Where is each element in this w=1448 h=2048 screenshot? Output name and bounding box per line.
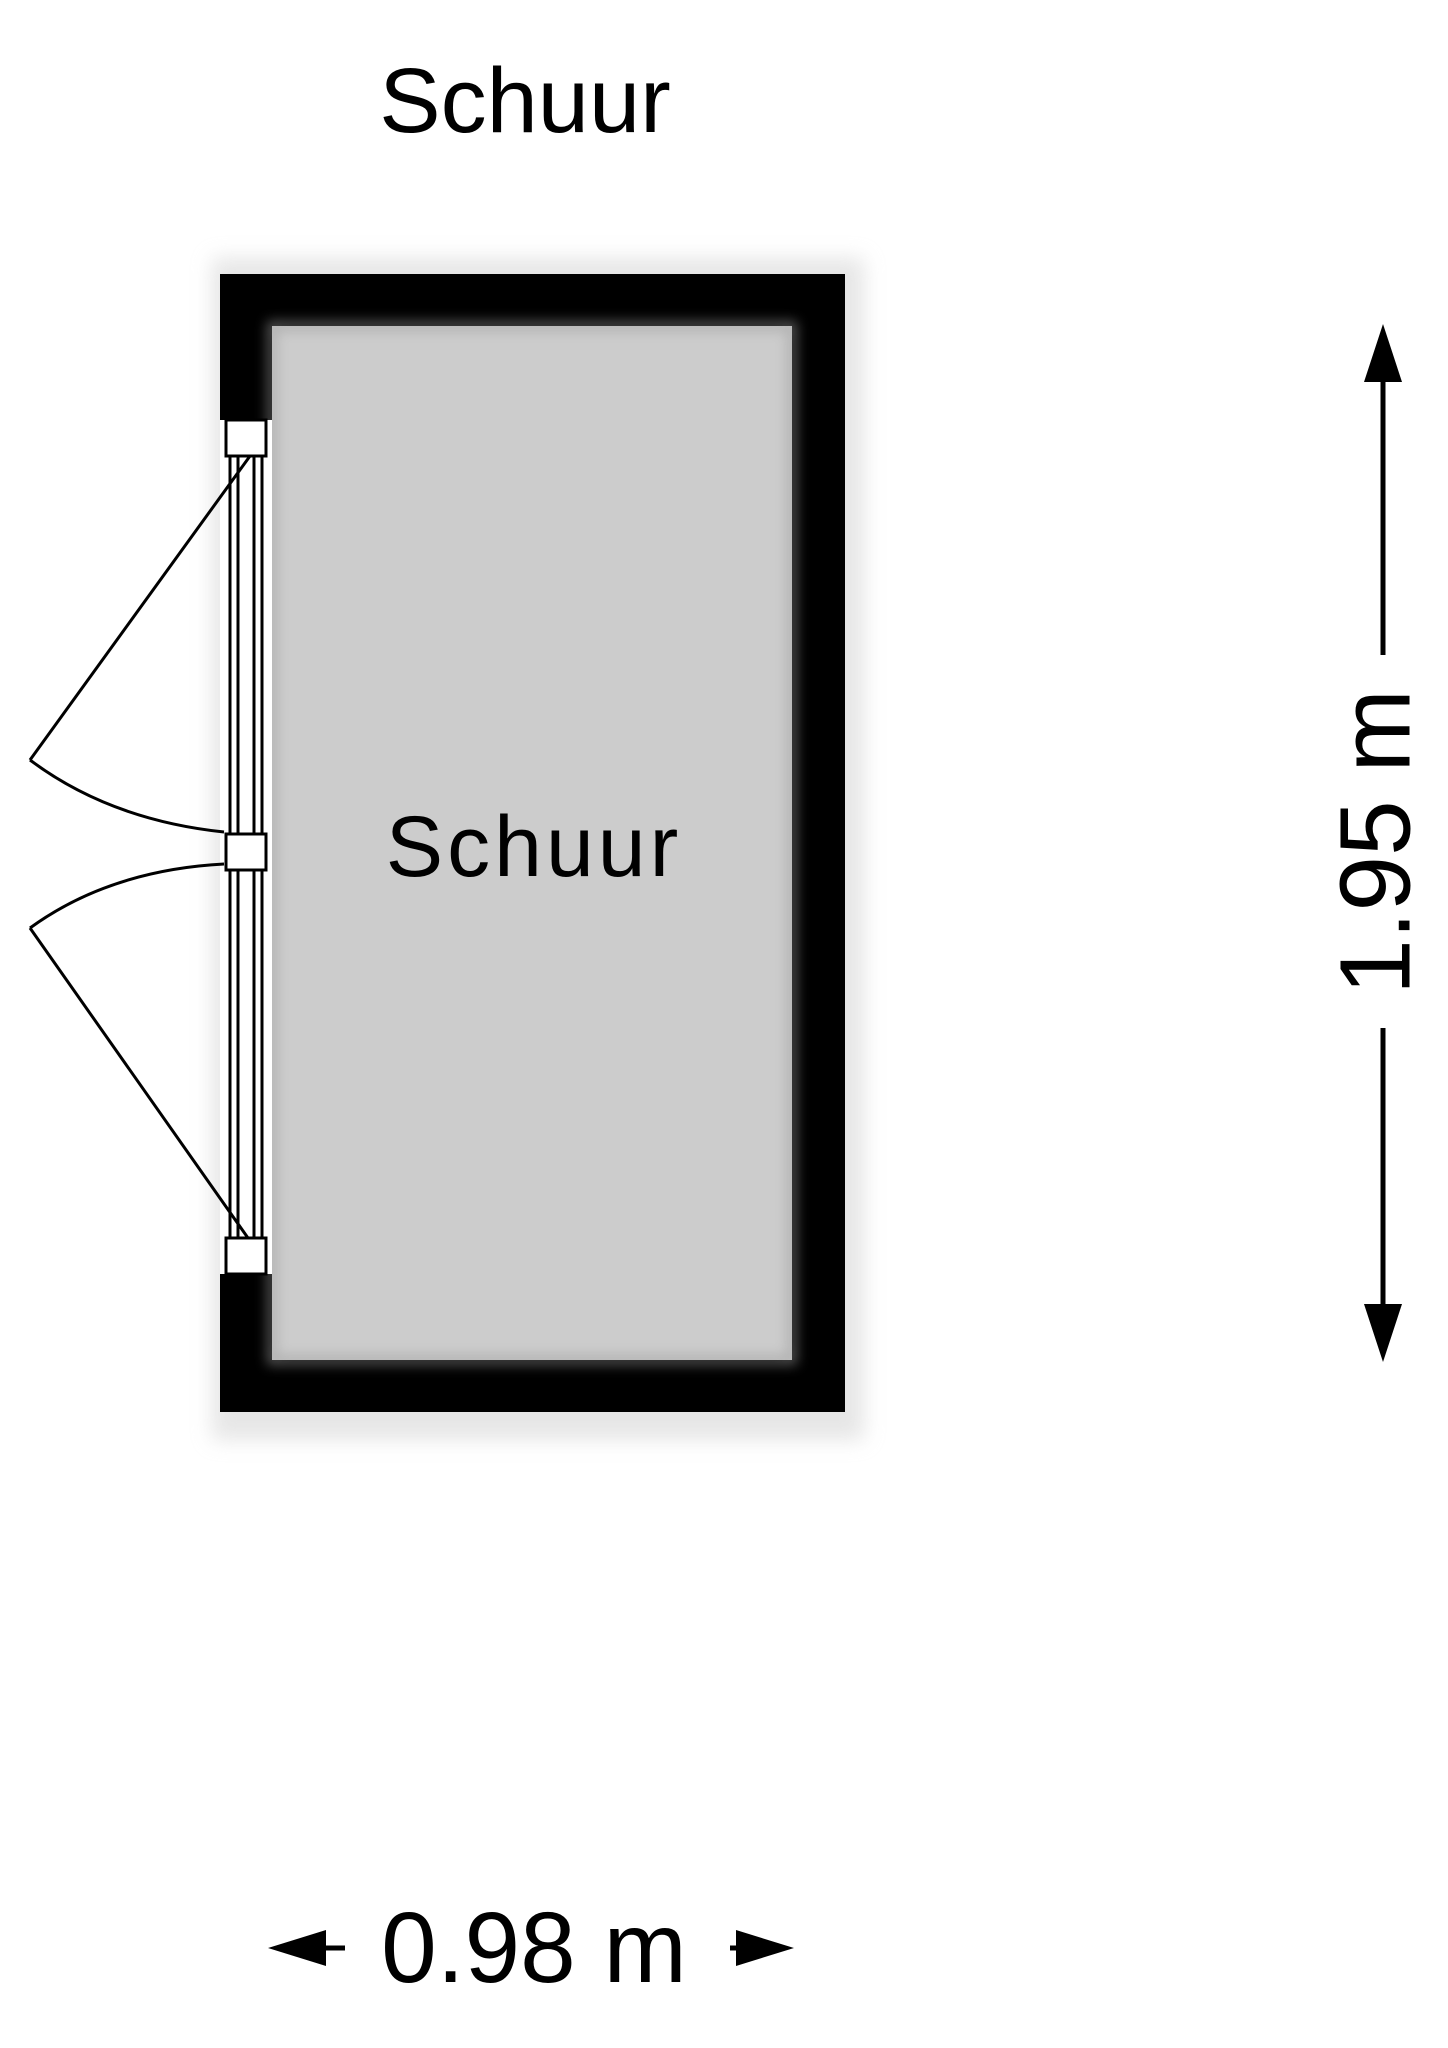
door-swing-upper [28, 455, 252, 834]
door-leaf-upper [228, 454, 264, 836]
arrow-right-icon [736, 1930, 794, 1966]
door-leaf-lower [228, 868, 264, 1240]
door-post-bottom [224, 1236, 268, 1276]
width-dimension-label: 0.98 m [381, 1892, 687, 2004]
door-post-top [224, 418, 268, 458]
plan-title: Schuur [379, 50, 671, 152]
door-post-middle [224, 832, 268, 872]
height-dimension: 1.95 m [1319, 324, 1431, 1362]
width-dimension: 0.98 m [268, 1892, 794, 2004]
door-swing-lower [28, 862, 250, 1239]
arrow-down-icon [1364, 1304, 1402, 1362]
room-label: Schuur [386, 799, 683, 895]
arrow-up-icon [1364, 324, 1402, 382]
room-floor [272, 326, 792, 1360]
height-dimension-label: 1.95 m [1319, 689, 1431, 995]
arrow-left-icon [268, 1930, 326, 1966]
